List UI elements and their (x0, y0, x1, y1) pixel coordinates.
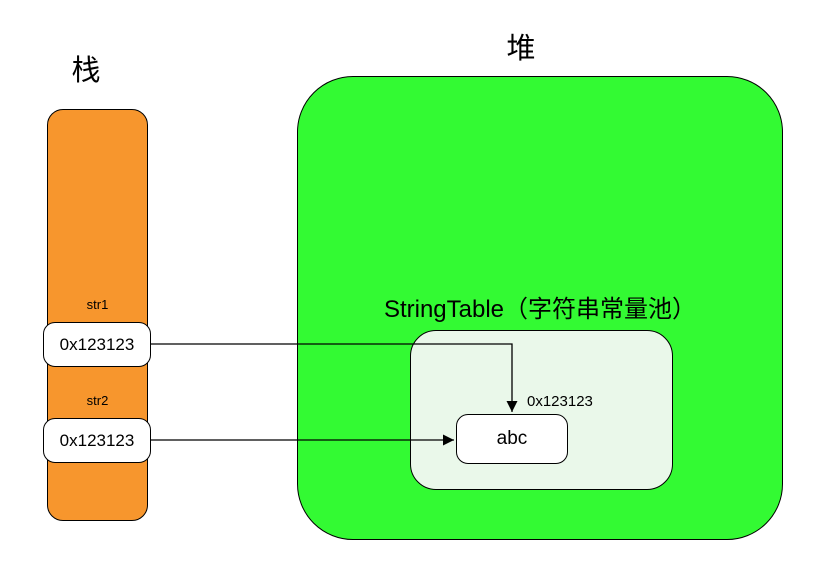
pool-entry-abc-box: abc (456, 414, 568, 464)
stringtable-container (410, 330, 673, 490)
stack-var-str1-ref-value: 0x123123 (59, 334, 135, 354)
stack-title: 栈 (71, 55, 101, 87)
stack-var-str2-label: str2 (86, 393, 109, 408)
pool-entry-abc-value: abc (496, 428, 528, 449)
stack-var-str1-label: str1 (86, 297, 109, 312)
heap-title: 堆 (506, 33, 536, 65)
stack-var-str2-ref-box: 0x123123 (43, 418, 151, 463)
pool-entry-address-label: 0x123123 (527, 393, 593, 410)
stack-var-str2-ref-value: 0x123123 (59, 430, 135, 450)
stringtable-title: StringTable（字符串常量池） (383, 296, 697, 323)
stack-var-str1-ref-box: 0x123123 (43, 322, 151, 367)
